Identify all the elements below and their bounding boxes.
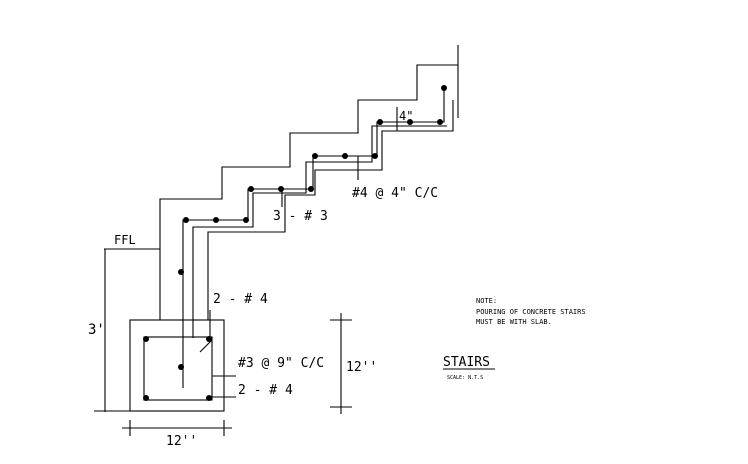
rebar-dot xyxy=(312,153,318,159)
rebar-dot xyxy=(407,119,413,125)
footing-stirrup xyxy=(143,336,213,401)
depth-12-label: 12'' xyxy=(346,360,377,375)
bars-3-no3-label: 3 - # 3 xyxy=(273,209,328,224)
rebar-dot xyxy=(441,85,447,91)
stair-soffit xyxy=(207,100,454,320)
rebar-dot xyxy=(206,336,212,342)
rebar-dot xyxy=(278,186,284,192)
tie-3-at-9-label: #3 @ 9" C/C xyxy=(238,356,324,371)
rebar-dot xyxy=(342,153,348,159)
rebar-dot xyxy=(206,395,212,401)
rebar-dot xyxy=(372,153,378,159)
drawing-scale: SCALE: N.T.S xyxy=(447,375,483,381)
rebar-dot xyxy=(437,119,443,125)
note-line-1: POURING OF CONCRETE STAIRS xyxy=(476,308,586,316)
width-12-label: 12'' xyxy=(166,434,197,449)
height-3ft-label: 3' xyxy=(88,322,105,338)
stirrup-hook xyxy=(199,339,213,353)
drawing-title: STAIRS xyxy=(443,355,490,370)
rebar-dot xyxy=(243,217,249,223)
rebar-dot xyxy=(143,336,149,342)
bar-4-at-4-label: #4 @ 4" C/C xyxy=(352,186,438,201)
rebar-dot xyxy=(377,119,383,125)
riser-4in-label: 4" xyxy=(399,109,413,123)
footing-outline xyxy=(129,319,225,412)
ffl-label: FFL xyxy=(114,233,136,247)
note-line-2: MUST BE WITH SLAB. xyxy=(476,318,552,326)
rebar-dots xyxy=(143,85,447,401)
rebar-dot xyxy=(178,364,184,370)
bars-2-no4-top-label: 2 - # 4 xyxy=(213,292,268,307)
rebar-dot xyxy=(308,186,314,192)
second-rebar xyxy=(192,125,447,338)
rebar-dot xyxy=(213,217,219,223)
rebar-dot xyxy=(248,186,254,192)
rebar-dot xyxy=(183,217,189,223)
construction-note: NOTE: POURING OF CONCRETE STAIRS MUST BE… xyxy=(476,297,586,326)
rebar-dot xyxy=(178,269,184,275)
rebar-dot xyxy=(143,395,149,401)
stair-outline xyxy=(159,64,458,320)
note-title: NOTE: xyxy=(476,297,497,305)
bars-2-no4-bottom-label: 2 - # 4 xyxy=(238,383,293,398)
